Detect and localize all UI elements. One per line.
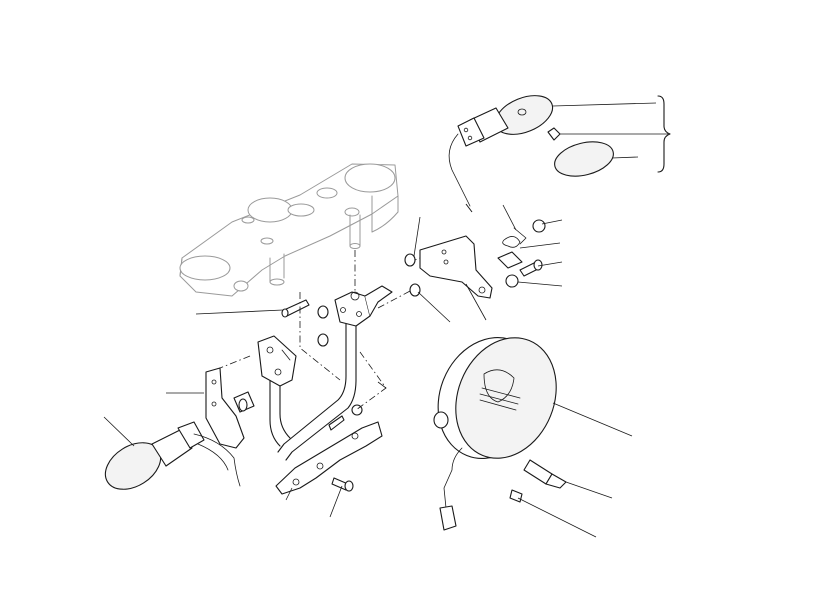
right-turn-signal bbox=[448, 95, 614, 213]
left-mount-plate bbox=[257, 335, 297, 387]
bracket-brace-icon bbox=[657, 95, 671, 173]
bracket-fasteners bbox=[281, 299, 363, 492]
headlamp-support-bracket bbox=[269, 285, 393, 461]
left-turn-signal bbox=[104, 367, 255, 490]
right-mount-plate bbox=[404, 235, 493, 299]
right-hardware bbox=[497, 219, 546, 288]
triple-clamp-ghost bbox=[179, 163, 399, 297]
leader-lines bbox=[103, 102, 668, 538]
lower-mount-plate bbox=[275, 421, 383, 495]
headlamp bbox=[433, 336, 567, 531]
